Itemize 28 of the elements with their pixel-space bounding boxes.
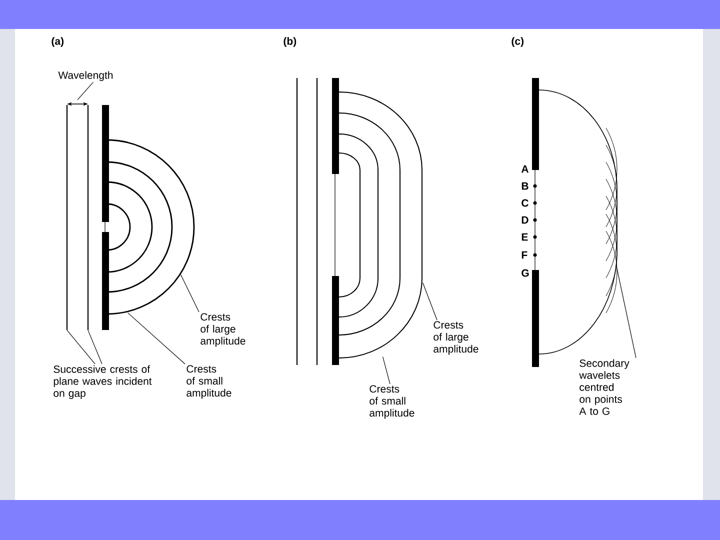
- leader-line: [77, 82, 94, 100]
- point-label: A: [521, 165, 528, 173]
- wave-crest: [338, 92, 422, 358]
- point-label: E: [522, 233, 528, 241]
- leader-line: [422, 282, 438, 320]
- panel-label: (b): [284, 37, 296, 47]
- leader-line: [616, 268, 636, 358]
- callout-text: Crests of small amplitude: [186, 365, 232, 399]
- point-label: G: [522, 269, 529, 277]
- point-label: B: [522, 182, 528, 190]
- panel-label: (a): [52, 37, 64, 47]
- wave-crest: [538, 90, 618, 354]
- wave-crest: [106, 139, 195, 315]
- panel-label: (c): [512, 37, 524, 47]
- leader-line: [382, 356, 390, 384]
- callout-text: Secondary wavelets centred on points A to G: [579, 359, 630, 415]
- callout-text: Wavelength: [58, 71, 113, 81]
- point-label: F: [522, 251, 528, 259]
- callout-text: Successive crests of plane waves incident on gap: [54, 365, 152, 399]
- leader-line: [66, 330, 96, 364]
- callout-text: Crests of large amplitude: [200, 313, 246, 347]
- leader-line: [128, 312, 186, 364]
- callout-text: Crests of small amplitude: [370, 385, 414, 419]
- point-label: C: [522, 199, 528, 207]
- leader-line: [88, 330, 102, 364]
- point-label: D: [522, 216, 528, 224]
- leader-line: [180, 274, 200, 312]
- callout-text: Crests of large amplitude: [434, 321, 478, 355]
